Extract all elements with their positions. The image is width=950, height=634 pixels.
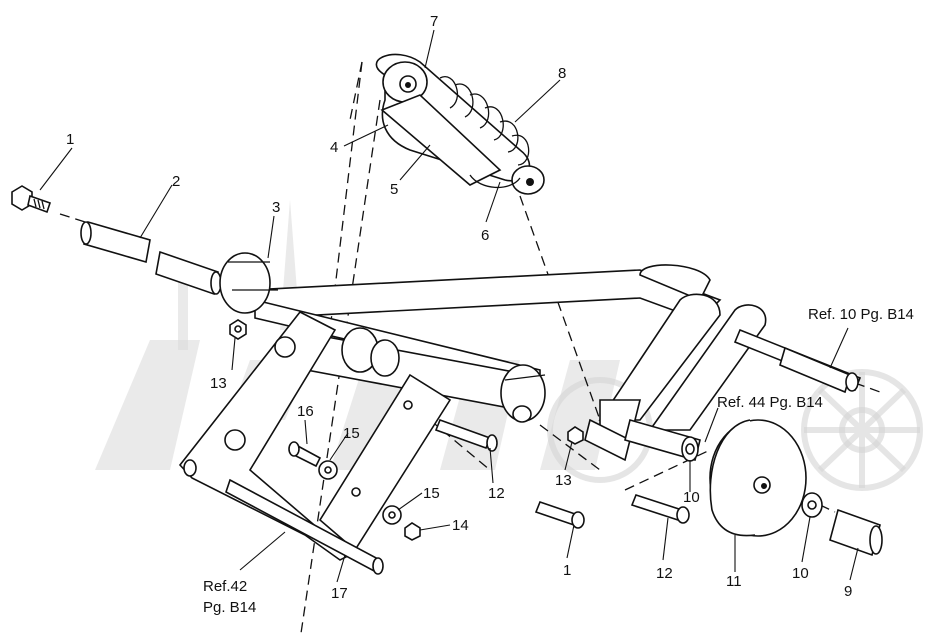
- shock-absorber-assembly: [375, 53, 545, 195]
- ref-42-label-line2: Pg. B14: [203, 599, 256, 616]
- callout-14: 14: [452, 517, 469, 534]
- callout-10-right: 10: [792, 565, 809, 582]
- callout-15-lower: 15: [423, 485, 440, 502]
- callout-10-left: 10: [683, 489, 700, 506]
- idler-wheel-part-11: [709, 419, 807, 537]
- right-linkage-plates: [584, 293, 862, 462]
- leader-lines: [39, 29, 859, 583]
- ref-44-label: Ref. 44 Pg. B14: [717, 394, 823, 411]
- callout-16: 16: [297, 403, 314, 420]
- callout-13-left: 13: [210, 375, 227, 392]
- reference-labels: Ref. 10 Pg. B14 Ref. 44 Pg. B14 Ref.42 P…: [203, 306, 914, 616]
- callout-3: 3: [272, 199, 280, 216]
- callout-13-right: 13: [555, 472, 572, 489]
- nuts-and-washers: [229, 319, 584, 541]
- callout-1-bottom: 1: [563, 562, 571, 579]
- callout-8: 8: [558, 65, 566, 82]
- callout-5: 5: [390, 181, 398, 198]
- bolt-part-1-left: [11, 185, 52, 214]
- callout-6: 6: [481, 227, 489, 244]
- callout-7: 7: [430, 13, 438, 30]
- lower-bolts: [288, 418, 690, 529]
- callout-12-left: 12: [488, 485, 505, 502]
- washer-and-spacer: [685, 443, 883, 557]
- callout-15-upper: 15: [343, 425, 360, 442]
- linkage-plates: [178, 310, 452, 575]
- callout-4: 4: [330, 139, 338, 156]
- ref-42-label-line1: Ref.42: [203, 578, 247, 595]
- callout-9: 9: [844, 583, 852, 600]
- callout-17: 17: [331, 585, 348, 602]
- callout-12-right: 12: [656, 565, 673, 582]
- callout-2: 2: [172, 173, 180, 190]
- callout-labels: 1 2 3 4 5 6 7 8 13 16 15 15 14 17 12 13 …: [66, 13, 852, 602]
- ref-10-label: Ref. 10 Pg. B14: [808, 306, 914, 323]
- callout-11: 11: [726, 573, 742, 590]
- axle-tube-part-2: [80, 220, 222, 296]
- callout-1-top: 1: [66, 131, 74, 148]
